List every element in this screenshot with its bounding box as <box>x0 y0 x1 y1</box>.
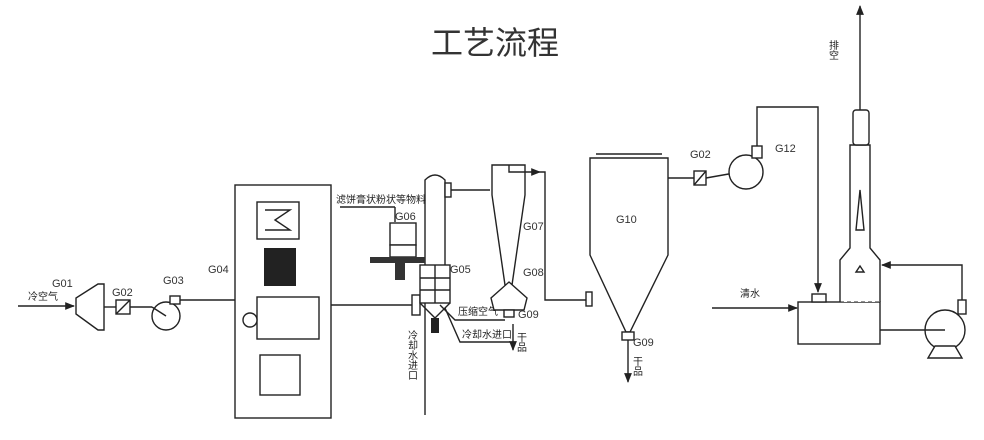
g12-exhaust-fan: G12 <box>728 106 822 293</box>
g03-blower: G03 <box>151 275 235 331</box>
g06-feeder: 滤饼膏状粉状等物料 G06 <box>336 193 426 280</box>
dry-product-bottom-label: 干品 <box>631 356 643 377</box>
g04-air-heater: G04 <box>208 184 412 419</box>
compressed-air-label: 压缩空气 <box>458 305 498 318</box>
cooling-water-inlet-vertical-label: 冷却水进口 <box>406 329 418 380</box>
g10-bag-filter: G10 G09 干品 <box>585 153 694 383</box>
g01-label: G01 <box>52 278 73 290</box>
g12-label: G12 <box>775 143 796 155</box>
g03-label: G03 <box>163 275 184 287</box>
g05-flash-dryer-column: G05 <box>411 174 490 415</box>
g02-filter: G02 <box>112 287 152 315</box>
g10-label: G10 <box>616 214 637 226</box>
g07-label: G07 <box>523 221 544 233</box>
g05-label: G05 <box>450 264 471 276</box>
cold-air-inlet: 冷空气 <box>18 290 75 310</box>
wet-scrubber: 排空 清水 <box>712 5 881 345</box>
circulation-pump <box>880 261 967 359</box>
g04-label: G04 <box>208 264 229 276</box>
clean-water-label: 清水 <box>740 287 760 300</box>
g08-label: G08 <box>523 267 544 279</box>
diagram-title: 工艺流程 <box>431 24 559 62</box>
g02-exhaust-label: G02 <box>690 149 711 161</box>
cooling-water-inlet-label: 冷却水进口 <box>462 328 512 341</box>
dry-product-label: 干品 <box>515 332 527 353</box>
g07-cyclone-separator: G07 G08 G09 干品 <box>490 164 590 353</box>
g02-label: G02 <box>112 287 133 299</box>
feed-label: 滤饼膏状粉状等物料 <box>336 193 426 206</box>
exhaust-label: 排空 <box>827 39 839 60</box>
g05-annotations: 压缩空气 冷却水进口 冷却水进口 <box>406 304 512 380</box>
g06-label: G06 <box>395 211 416 223</box>
cold-air-label: 冷空气 <box>28 290 58 303</box>
g09-bottom-label: G09 <box>633 337 654 349</box>
g02-exhaust-filter: G02 <box>690 149 741 186</box>
g09-label: G09 <box>518 309 539 321</box>
g01-intake-hood: G01 <box>52 278 116 331</box>
